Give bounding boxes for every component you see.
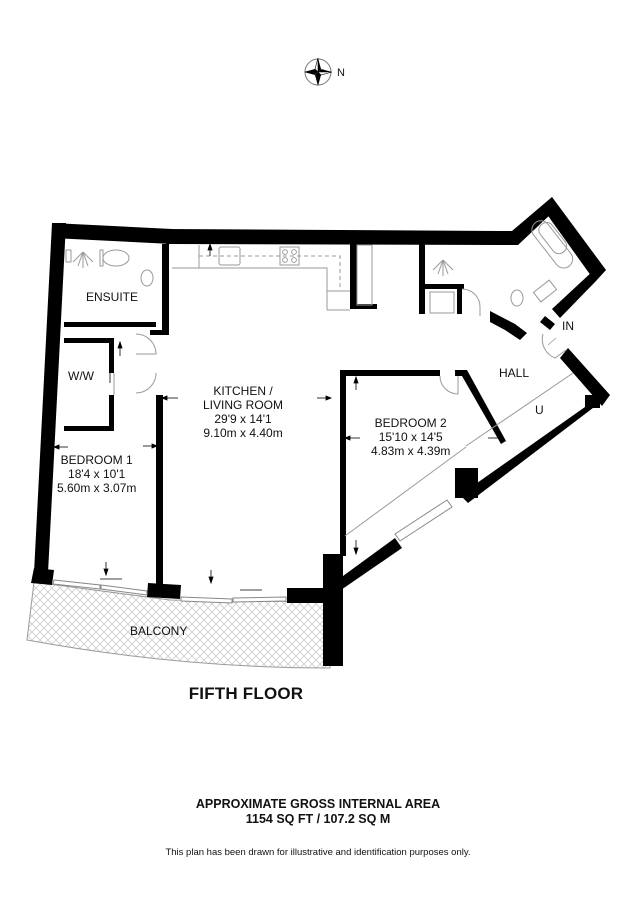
room-label-ensuite: ENSUITE <box>86 290 139 304</box>
compass-rose-icon <box>304 57 333 86</box>
room-label-utility: U <box>535 403 544 417</box>
floor-title: FIFTH FLOOR <box>188 684 304 703</box>
room-label-wardrobe: W/W <box>68 369 94 383</box>
kitchen-units <box>172 244 373 311</box>
windows <box>52 499 453 604</box>
ensuite-fixtures <box>65 249 154 287</box>
entrance-label: IN <box>562 319 574 333</box>
room-label-bedroom-1: BEDROOM 1 18'4 x 10'1 5.60m x 3.07m <box>57 453 137 495</box>
room-label-bedroom-2: BEDROOM 2 15'10 x 14'5 4.83m x 4.39m <box>371 416 451 458</box>
room-label-balcony: BALCONY <box>130 624 188 638</box>
gross-area: APPROXIMATE GROSS INTERNAL AREA 1154 SQ … <box>0 797 636 827</box>
area-heading: APPROXIMATE GROSS INTERNAL AREA <box>195 797 441 811</box>
area-value: 1154 SQ FT / 107.2 SQ M <box>245 812 391 826</box>
disclaimer: This plan has been drawn for illustrativ… <box>165 847 471 858</box>
north-label: N <box>337 67 345 79</box>
room-label-kitchen-living: KITCHEN / LIVING ROOM 29'9 x 14'1 9.10m … <box>203 384 284 440</box>
bathroom-fixtures <box>429 220 574 314</box>
room-label-hall: HALL <box>499 366 530 380</box>
dimension-arrows <box>52 242 557 591</box>
doors <box>113 288 574 537</box>
walls <box>31 197 610 666</box>
balcony-area <box>26 581 331 669</box>
